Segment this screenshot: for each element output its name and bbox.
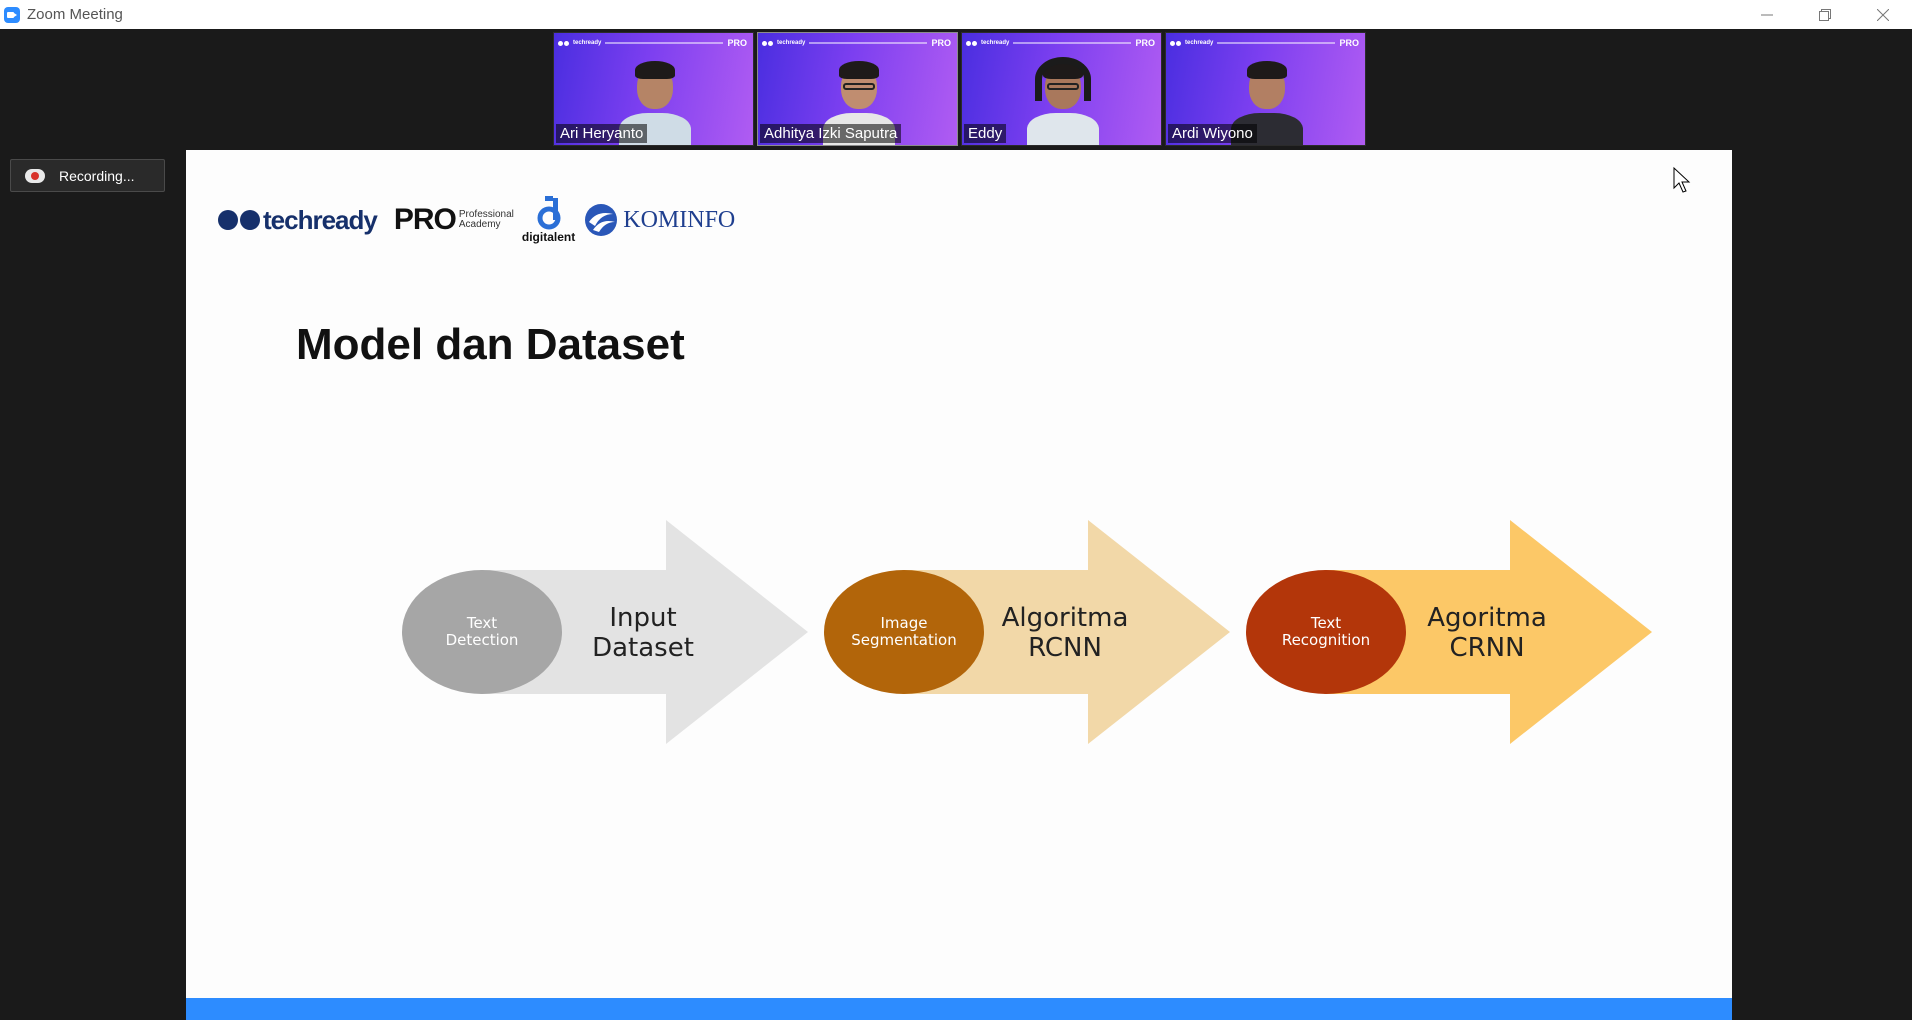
kominfo-logo: KOMINFO — [583, 202, 735, 238]
minimize-button[interactable] — [1738, 0, 1796, 29]
thumb-pro: PRO — [727, 38, 747, 48]
zoom-app-icon — [4, 6, 20, 23]
thumb-banner: techready PRO — [762, 37, 953, 49]
window-title: Zoom Meeting — [27, 6, 123, 23]
flow-arrow — [902, 520, 1230, 744]
participant-name: Eddy — [964, 124, 1007, 143]
recording-indicator[interactable]: Recording... — [10, 159, 165, 192]
restore-button[interactable] — [1796, 0, 1854, 29]
cloud-recording-icon — [25, 168, 45, 183]
circle-label: Text — [1310, 614, 1341, 632]
circle-label: Segmentation — [851, 631, 956, 649]
minimize-icon — [1761, 14, 1773, 15]
participant-video-tile[interactable]: techready PRO Ari Heryanto — [553, 32, 754, 146]
thumb-brand: techready — [1185, 40, 1214, 46]
arrow-label: Dataset — [592, 633, 694, 663]
mouse-cursor-icon — [1673, 166, 1691, 193]
arrow-label: Algoritma — [1002, 603, 1129, 633]
window-titlebar: Zoom Meeting — [0, 0, 1912, 29]
close-icon — [1877, 8, 1889, 21]
arrow-label: RCNN — [1028, 633, 1102, 663]
participant-video-tile[interactable]: techready PRO Adhitya Izki Saputra — [757, 32, 958, 146]
participant-name: Adhitya Izki Saputra — [760, 124, 902, 143]
circle-label: Image — [881, 614, 928, 632]
participant-name: Ardi Wiyono — [1168, 124, 1257, 143]
circle-label: Recognition — [1282, 631, 1370, 649]
thumb-brand: techready — [777, 40, 806, 46]
kominfo-swirl-icon — [585, 204, 618, 236]
step-circle — [1246, 570, 1406, 694]
headset-icon — [1034, 57, 1091, 101]
close-button[interactable] — [1854, 0, 1912, 29]
window-controls — [1738, 0, 1912, 29]
arrow-label: Agoritma — [1427, 603, 1547, 633]
participant-name: Ari Heryanto — [556, 124, 648, 143]
participant-video — [1026, 45, 1099, 145]
thumb-banner: techready PRO — [1170, 37, 1361, 49]
recording-label: Recording... — [59, 167, 135, 184]
thumb-pro: PRO — [1339, 38, 1359, 48]
process-flow-diagram: TextDetectionInputDatasetImageSegmentati… — [402, 166, 1691, 744]
restore-icon — [1819, 8, 1831, 21]
arrow-label: CRNN — [1449, 633, 1524, 663]
thumb-brand: techready — [981, 40, 1010, 46]
flow-arrow — [480, 520, 808, 744]
thumb-banner: techready PRO — [966, 37, 1157, 49]
techready-logo: techready — [218, 205, 378, 236]
thumb-brand: techready — [573, 40, 602, 46]
slide-title: Model dan Dataset — [296, 320, 685, 369]
digitalent-logo: digitalent — [522, 196, 575, 244]
participant-video-tile[interactable]: techready PRO Ardi Wiyono — [1165, 32, 1366, 146]
thumb-banner: techready PRO — [558, 37, 749, 49]
circle-label: Text — [466, 614, 497, 632]
participant-thumbnails: techready PRO Ari Heryanto techready PRO Adhi… — [553, 32, 1366, 146]
participant-video-tile[interactable]: techready PRO Eddy — [961, 32, 1162, 146]
flow-arrow — [1324, 520, 1652, 744]
thumb-pro: PRO — [931, 38, 951, 48]
circle-label: Detection — [446, 631, 519, 649]
thumb-pro: PRO — [1135, 38, 1155, 48]
step-circle — [824, 570, 984, 694]
step-circle — [402, 570, 562, 694]
slide-footer-bar — [186, 998, 1732, 1020]
arrow-label: Input — [609, 603, 676, 633]
digitalent-mark-icon — [537, 196, 561, 230]
